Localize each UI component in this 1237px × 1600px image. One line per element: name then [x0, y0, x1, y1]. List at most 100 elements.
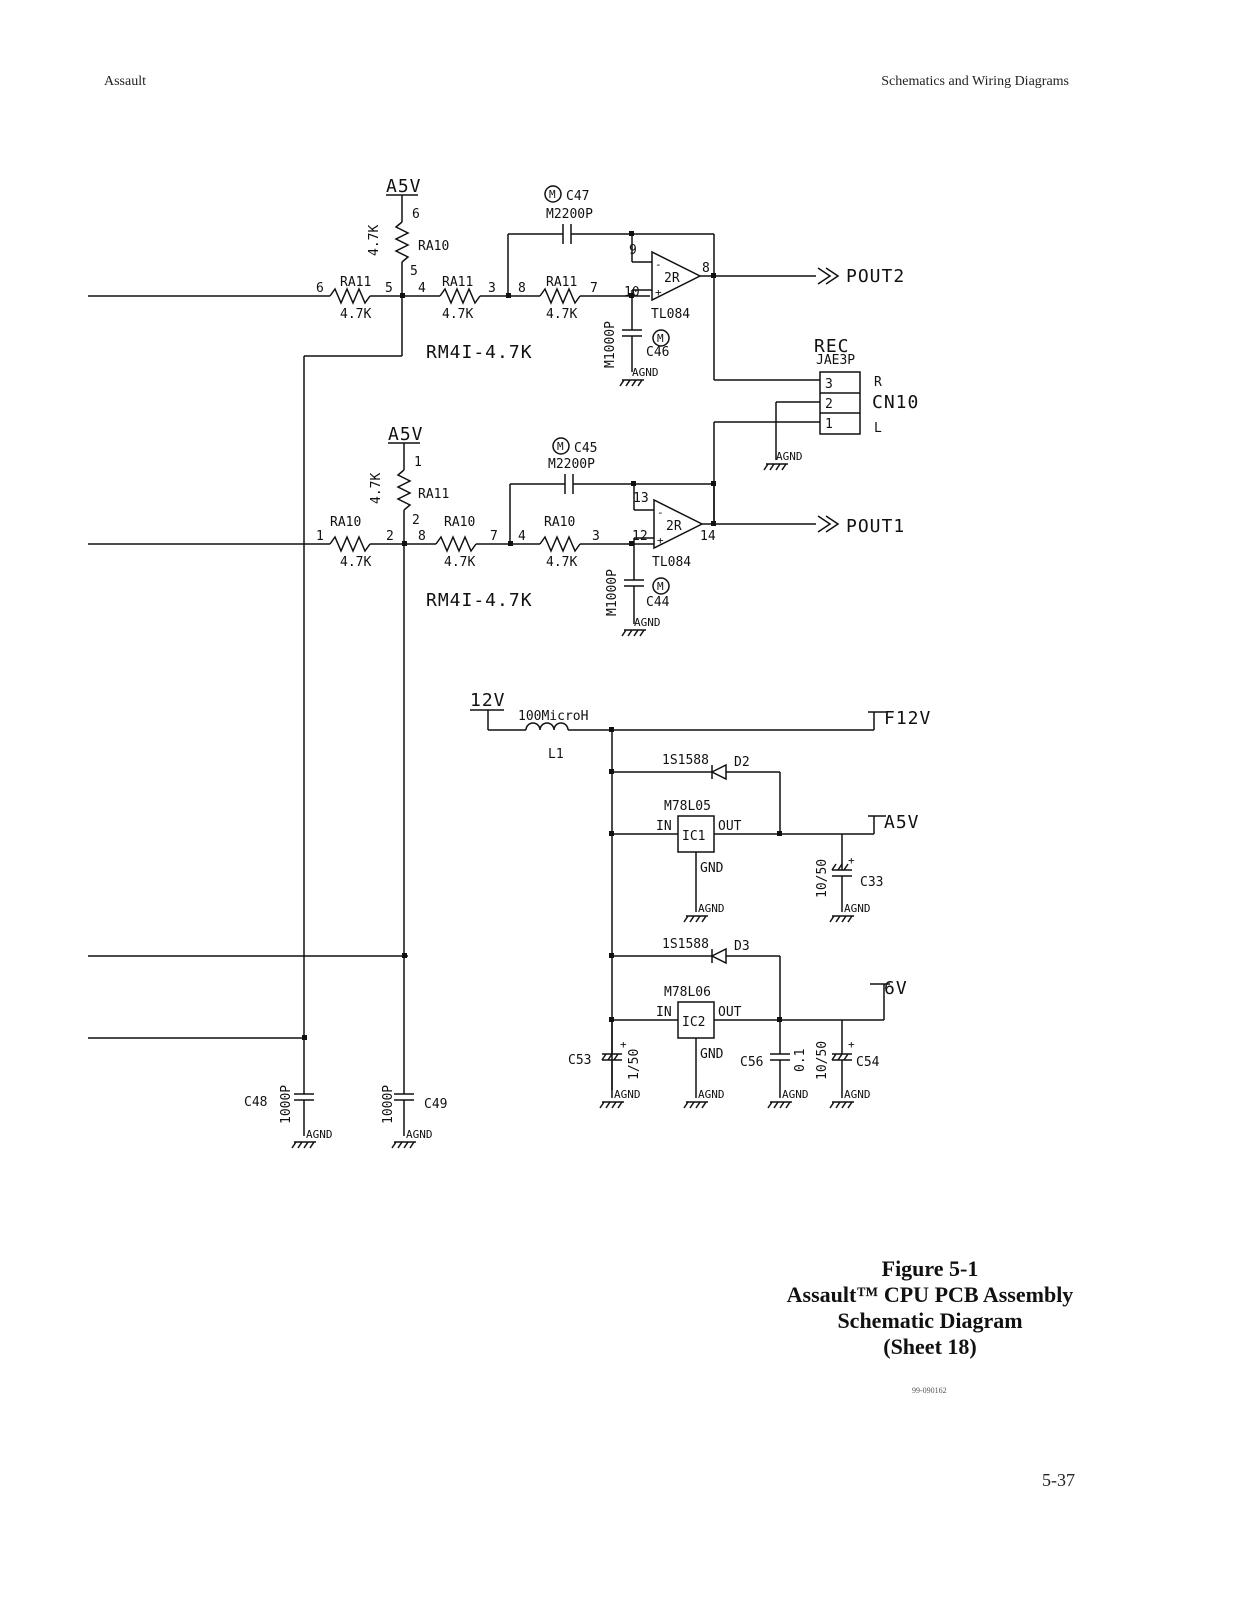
top-r1-pin-left: 6: [316, 281, 324, 296]
bottom-op-pos-pin: 12: [632, 529, 648, 544]
top-cap-name: C47: [566, 189, 589, 204]
top-rv-pin-bottom: 5: [410, 264, 418, 279]
c33-plate-hatch: [831, 863, 849, 871]
ic2-out: OUT: [718, 1005, 742, 1020]
bottom-cap2-name: C44: [646, 595, 670, 610]
top-r3-resistor: [539, 287, 581, 305]
ic1-gnd-label: AGND: [698, 902, 725, 915]
connector-pin-3: 3: [825, 377, 833, 392]
top-junction-4: [629, 231, 634, 236]
header-left: Assault: [104, 74, 146, 89]
power-junction-3: [609, 831, 614, 836]
top-op-pos-pin: 10: [624, 285, 640, 300]
document-number: 99-090162: [912, 1386, 947, 1395]
bottom-rv-pin-bottom: 2: [412, 513, 420, 528]
top-gnd-label: AGND: [632, 366, 659, 379]
connector-label2: JAE3P: [816, 353, 855, 368]
bottom-r3-pin-right: 3: [592, 529, 600, 544]
c49-name: C49: [424, 1097, 447, 1112]
bottom-r3-pin-left: 4: [518, 529, 526, 544]
ic2-gnd-label: AGND: [698, 1088, 725, 1101]
bottom-cap2-value: M1000P: [605, 569, 620, 616]
top-cap-value: M2200P: [546, 207, 593, 222]
bottom-r3-value: 4.7K: [546, 555, 577, 570]
top-supply-label: A5V: [386, 176, 422, 197]
top-m-mark: [544, 185, 562, 203]
connector-label1: REC: [814, 336, 850, 357]
connector-gnd-hatch: [763, 463, 787, 471]
bottom-junction-5: [711, 481, 716, 486]
top-r3-pin-left: 8: [518, 281, 526, 296]
bottom-cap2-m-letter: M: [657, 580, 664, 593]
caption-line4: (Sheet 18): [883, 1334, 977, 1359]
top-junction-1: [400, 293, 405, 298]
bottom-m-mark: [552, 437, 570, 455]
bottom-gnd-hatch: [621, 629, 645, 637]
c48-value: 1000P: [279, 1085, 294, 1124]
bus-junction-upper: [402, 953, 407, 958]
connector-name: CN10: [872, 392, 919, 413]
bottom-op-part: TL084: [652, 555, 691, 570]
ic2-gnd-hatch: [683, 1101, 707, 1109]
ic1-name: IC1: [682, 829, 705, 844]
caption-line1: Figure 5-1: [881, 1256, 979, 1281]
top-opamp: [651, 250, 702, 302]
bottom-r2-value: 4.7K: [444, 555, 475, 570]
top-arrow-a: [817, 267, 832, 285]
c53-plate-hatch: [601, 1053, 619, 1061]
c53-value: 1/50: [627, 1049, 642, 1080]
ic1-out: OUT: [718, 819, 742, 834]
c54-plus: +: [848, 1038, 855, 1051]
top-r2-resistor: [439, 287, 481, 305]
c54-value: 10/50: [815, 1041, 830, 1080]
top-r1-resistor: [329, 287, 371, 305]
bottom-rv-value: 4.7K: [369, 473, 384, 504]
top-r3-value: 4.7K: [546, 307, 577, 322]
bus-junction-lower: [302, 1035, 307, 1040]
bottom-r1-pin-right: 2: [386, 529, 394, 544]
top-r1-pin-right: 5: [385, 281, 393, 296]
bottom-opamp-label: 2R: [666, 519, 682, 534]
c54-gnd-hatch: [829, 1101, 853, 1109]
bottom-rv-pin-top: 1: [414, 455, 422, 470]
top-gnd-hatch: [619, 379, 643, 387]
c33-plus: +: [848, 854, 855, 867]
top-array-label: RM4I-4.7K: [426, 342, 533, 363]
bottom-arrow-a: [817, 515, 832, 533]
top-junction-5: [711, 273, 716, 278]
bottom-opamp-minus: -: [657, 506, 664, 519]
top-r2-name: RA11: [442, 275, 473, 290]
top-cap2-m-mark: [652, 329, 670, 347]
bottom-gnd-label: AGND: [634, 616, 661, 629]
top-rv-name: RA10: [418, 239, 449, 254]
bottom-cap-name: C45: [574, 441, 597, 456]
inductor-name: L1: [548, 747, 564, 762]
bottom-r2-pin-left: 8: [418, 529, 426, 544]
page-number: 5-37: [1042, 1470, 1075, 1490]
r6v-label: 6V: [884, 978, 908, 999]
c53-gnd-label: AGND: [614, 1088, 641, 1101]
d2-diode: [710, 763, 727, 781]
bottom-junction-3: [629, 541, 634, 546]
c49-gnd-label: AGND: [406, 1128, 433, 1141]
c48-name: C48: [244, 1095, 267, 1110]
power-junction-6: [609, 1017, 614, 1022]
top-r1-name: RA11: [340, 275, 371, 290]
power-junction-5: [609, 953, 614, 958]
ic2-gnd: GND: [700, 1047, 724, 1062]
top-r2-pin-left: 4: [418, 281, 426, 296]
connector-pin-1: 1: [825, 417, 833, 432]
power-in-label: 12V: [470, 690, 506, 711]
d3-name: D3: [734, 939, 750, 954]
power-junction-7: [777, 1017, 782, 1022]
top-r3-pin-right: 7: [590, 281, 598, 296]
figure-caption: Figure 5-1 Assault™ CPU PCB Assembly Sch…: [760, 1256, 1100, 1360]
bottom-m-letter: M: [557, 440, 564, 453]
bottom-junction-6: [711, 521, 716, 526]
connector-gnd-label: AGND: [776, 450, 803, 463]
top-op-neg-pin: 9: [629, 243, 637, 258]
connector-cn10: REC JAE3P 3 2 1 R CN10 L AGND: [713, 336, 919, 524]
top-op-part: TL084: [651, 307, 690, 322]
top-r3-name: RA11: [546, 275, 577, 290]
